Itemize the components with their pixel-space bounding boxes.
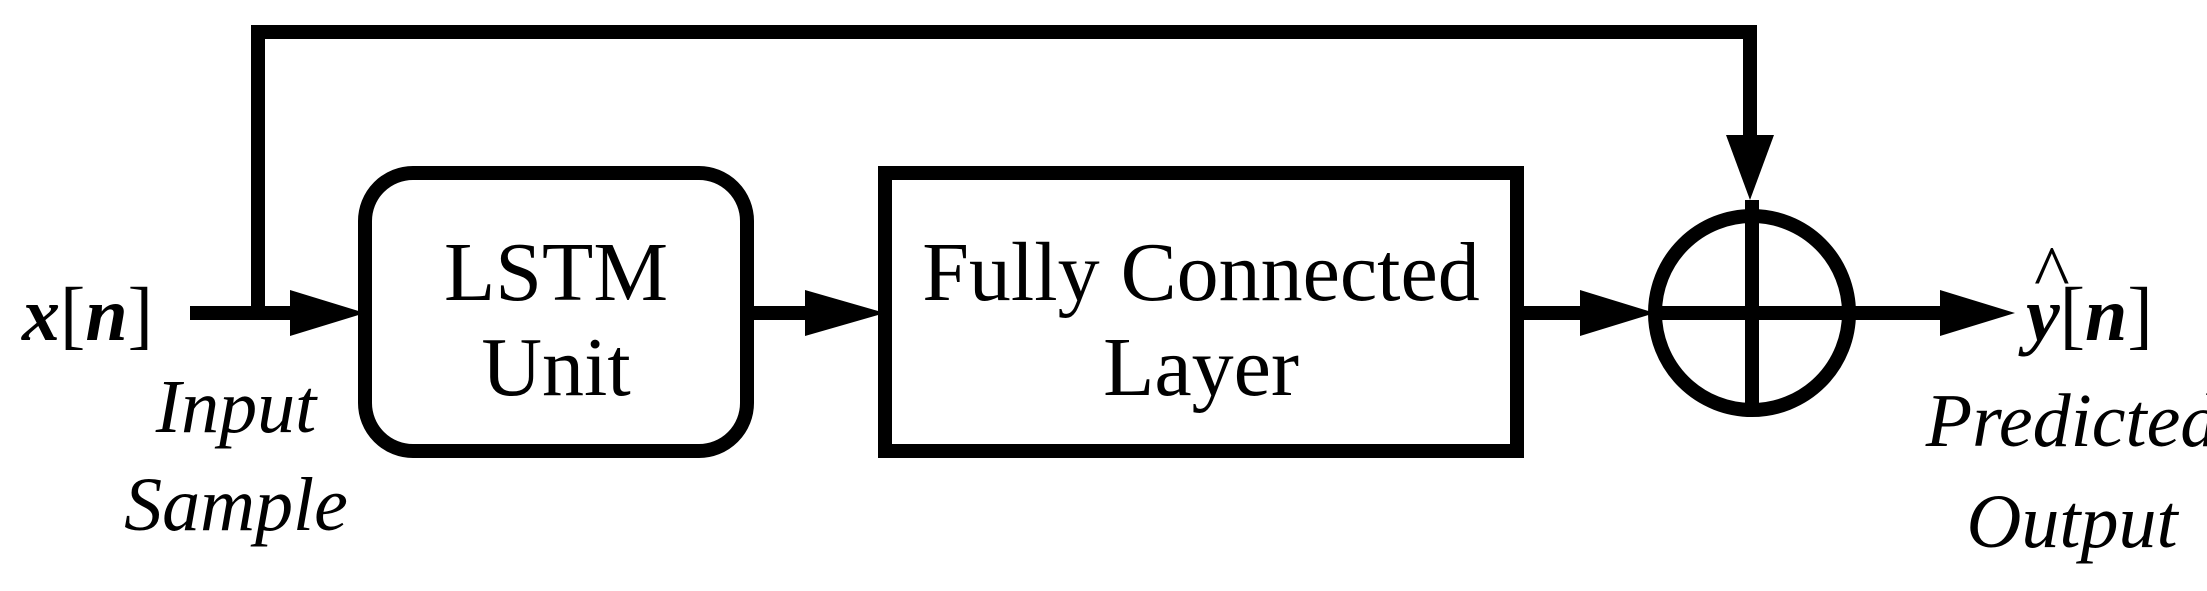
output-caption-line2: Output — [1966, 480, 2179, 564]
output-arrowhead — [1940, 290, 2015, 336]
input-arrowhead — [290, 290, 365, 336]
lstm-label-line1: LSTM — [444, 226, 668, 319]
input-caption-line2: Sample — [124, 463, 348, 547]
output-caption-line1: Predicted — [1925, 379, 2207, 463]
fc-to-summer-arrowhead — [1580, 290, 1655, 336]
lstm-label-line2: Unit — [481, 321, 630, 414]
output-signal-label: y[n] — [2018, 273, 2153, 357]
output-signal-hat: ^ — [2034, 231, 2070, 315]
skip-connection-arrowhead — [1726, 135, 1774, 200]
skip-connection-line — [251, 25, 1757, 313]
input-caption-line1: Input — [155, 365, 318, 449]
summing-junction — [1648, 200, 1856, 417]
input-signal-label: x[n] — [21, 273, 153, 357]
fc-label-line2: Layer — [1103, 321, 1299, 414]
fully-connected-layer-block — [878, 166, 1524, 458]
lstm-to-fc-arrowhead — [805, 290, 885, 336]
fc-label-line1: Fully Connected — [922, 226, 1480, 319]
